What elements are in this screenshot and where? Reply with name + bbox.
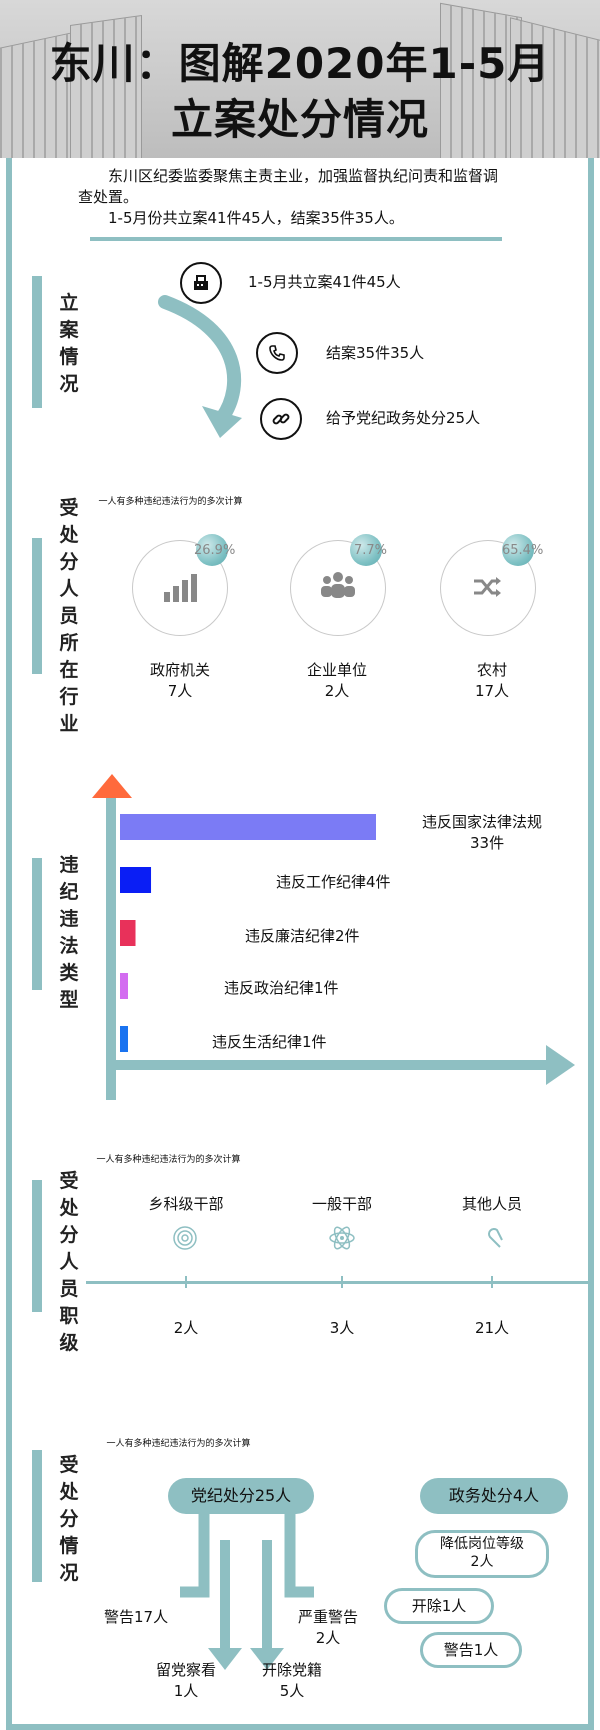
bar-chart-icon (162, 568, 198, 608)
party-punishment-pill: 党纪处分25人 (168, 1478, 314, 1514)
percent-badge (502, 534, 534, 566)
bar-0 (120, 814, 376, 840)
expel-party-count: 5人 (279, 1682, 305, 1700)
multi-count-note: 一人有多种违纪违法行为的多次计算 (96, 1155, 241, 1165)
bar-1 (120, 867, 152, 893)
section-bar (32, 276, 42, 408)
multi-count-note: 一人有多种违纪违法行为的多次计算 (98, 497, 243, 507)
industry-pct: 26.9% (194, 543, 236, 558)
admin-warning-bubble: 警告1人 (420, 1632, 522, 1668)
page-title: 东川：图解2020年1-5月 (49, 39, 551, 88)
rank-count: 3人 (329, 1319, 355, 1337)
magnet-icon (478, 1225, 504, 1255)
industry-pct: 65.4% (502, 543, 544, 558)
bar-2 (120, 920, 136, 946)
multi-count-note: 一人有多种违纪违法行为的多次计算 (106, 1439, 251, 1449)
percent-badge (350, 534, 382, 566)
timeline-axis (86, 1281, 590, 1284)
section-bar (32, 1180, 42, 1312)
rank-name: 一般干部 (311, 1195, 372, 1213)
timeline-tick (185, 1276, 187, 1288)
target-icon (172, 1225, 198, 1255)
atom-icon (328, 1225, 356, 1255)
rank-count: 2人 (173, 1319, 199, 1337)
industry-count: 2人 (324, 682, 350, 700)
section-label-punishment: 受处分情况 (59, 1454, 79, 1584)
people-icon (320, 570, 356, 604)
industry-name: 政府机关 (149, 661, 210, 679)
phone-icon (256, 332, 298, 374)
bar-3 (120, 973, 128, 999)
probation-count: 1人 (173, 1682, 199, 1700)
shuffle-icon (472, 576, 502, 602)
x-axis-arrowhead (546, 1045, 575, 1085)
section-label-rank: 受处分人员职级 (59, 1170, 79, 1354)
y-axis-arrowhead (92, 774, 132, 798)
curved-arrow (158, 295, 242, 438)
timeline-tick (491, 1276, 493, 1288)
bar-label-count: 33件 (470, 834, 505, 852)
bar-label: 违反工作纪律4件 (276, 873, 391, 891)
intro-line1: 东川区纪委监委聚焦主责主业，加强监督执纪问责和监督调 (108, 167, 499, 185)
percent-badge (196, 534, 228, 566)
bar-label: 违反政治纪律1件 (224, 979, 339, 997)
industry-name: 企业单位 (306, 661, 367, 679)
bar-4 (120, 1026, 128, 1052)
section-bar (32, 538, 42, 674)
link-icon (260, 398, 302, 440)
frame-bottom (6, 1724, 594, 1730)
section-label-violation: 违纪违法类型 (59, 854, 79, 1011)
section-bar (32, 1450, 42, 1582)
warning-label: 警告17人 (104, 1608, 169, 1626)
case-item-text: 1-5月共立案41件45人 (248, 273, 401, 291)
dismiss-bubble: 开除1人 (384, 1588, 494, 1624)
section-bar (32, 858, 42, 990)
rank-count: 21人 (474, 1319, 510, 1337)
section-label-case: 立案情况 (59, 292, 79, 395)
demote-label: 降低岗位等级 (440, 1536, 524, 1552)
probation-label: 留党察看 (155, 1661, 216, 1679)
industry-count: 17人 (474, 682, 510, 700)
header-banner: 东川：图解2020年1-5月 立案处分情况 (0, 0, 600, 158)
bar-label: 违反国家法律法规 (422, 813, 543, 831)
expel-party-label: 开除党籍 (261, 1661, 322, 1679)
bar-label: 违反生活纪律1件 (212, 1033, 327, 1051)
demote-count: 2人 (470, 1554, 494, 1570)
page-subtitle: 立案处分情况 (170, 95, 429, 144)
serious-warning-label: 严重警告 (297, 1608, 358, 1626)
rank-name: 乡科级干部 (148, 1195, 224, 1213)
rank-name: 其他人员 (461, 1195, 522, 1213)
industry-count: 7人 (167, 682, 193, 700)
industry-name: 农村 (476, 661, 507, 679)
admin-punishment-pill: 政务处分4人 (420, 1478, 568, 1514)
case-item-text: 结案35件35人 (326, 344, 425, 362)
frame-left (6, 158, 12, 1730)
bar-label: 违反廉洁纪律2件 (245, 927, 360, 945)
intro-divider (90, 237, 502, 241)
industry-pct: 7.7% (354, 543, 388, 558)
frame-right (588, 158, 594, 1730)
demote-bubble: 降低岗位等级 2人 (415, 1530, 549, 1578)
section-label-industry: 受处分人员所在行业 (59, 497, 79, 735)
violation-bar-chart (92, 774, 575, 1100)
punishment-flow-arrows (180, 1500, 314, 1670)
y-axis (106, 798, 116, 1100)
intro-line2: 查处置。 (78, 188, 139, 206)
x-axis (106, 1060, 546, 1070)
serious-warning-count: 2人 (315, 1629, 341, 1647)
timeline-tick (341, 1276, 343, 1288)
case-item-text: 给予党纪政务处分25人 (326, 409, 481, 427)
intro-line3: 1-5月份共立案41件45人，结案35件35人。 (108, 209, 404, 227)
fax-icon (180, 262, 222, 304)
